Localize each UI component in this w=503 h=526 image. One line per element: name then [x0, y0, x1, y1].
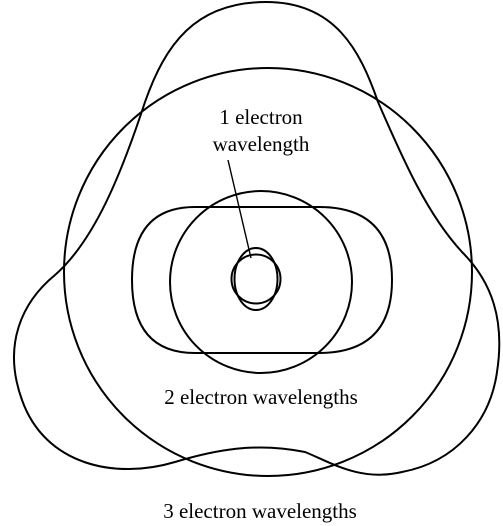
standing-wave-1-wavelength: [233, 247, 279, 311]
label-3-wavelengths: 3 electron wavelengths: [163, 499, 357, 523]
standing-wave-3-wavelengths: [13, 1, 501, 476]
orbit-1-wavelength-circle: [230, 253, 282, 305]
label-2-wavelengths: 2 electron wavelengths: [164, 385, 358, 409]
label-leader-line: [227, 159, 252, 259]
orbit-2-wavelengths-circle: [169, 190, 353, 374]
label-1-wavelength-line2: wavelength: [213, 132, 310, 156]
orbit-3-wavelengths-circle: [63, 67, 473, 477]
standing-wave-2-wavelengths: [131, 206, 393, 354]
label-1-wavelength-line1: 1 electron: [219, 105, 303, 129]
